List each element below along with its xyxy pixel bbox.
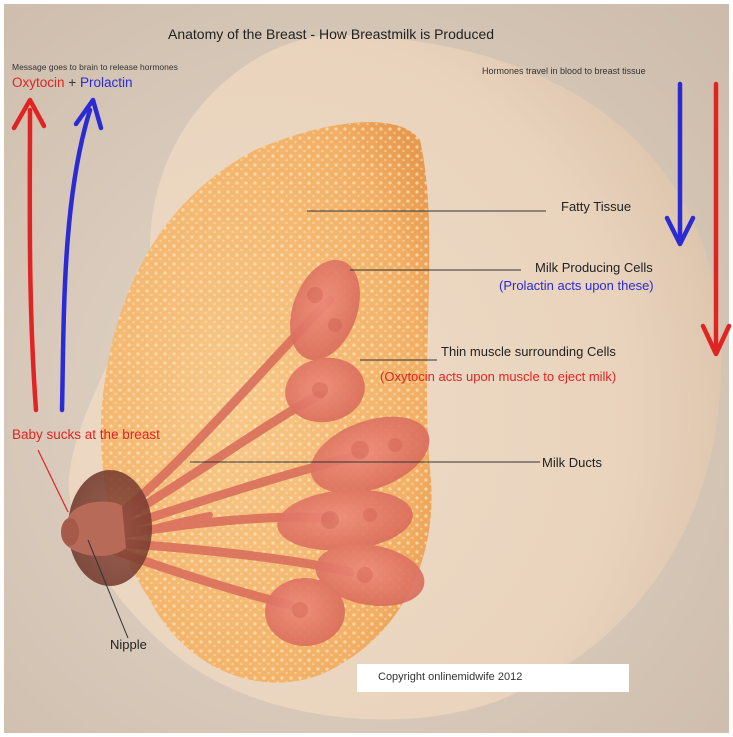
prolactin-note: (Prolactin acts upon these) <box>499 278 654 293</box>
prolactin-label: Prolactin <box>80 75 133 90</box>
nipple-label: Nipple <box>110 637 147 652</box>
milk-cells-label: Milk Producing Cells <box>535 260 653 275</box>
diagram-title: Anatomy of the Breast - How Breastmilk i… <box>168 26 494 42</box>
plus-sign: + <box>68 75 76 90</box>
nipple-tip <box>61 518 79 546</box>
copyright-text: Copyright onlinemidwife 2012 <box>378 671 522 683</box>
fatty-tissue-label: Fatty Tissue <box>561 199 631 214</box>
baby-sucks-label: Baby sucks at the breast <box>12 427 160 442</box>
muscle-label: Thin muscle surrounding Cells <box>441 344 616 359</box>
hormone-names: Oxytocin + Prolactin <box>12 75 132 90</box>
oxytocin-note: (Oxytocin acts upon muscle to eject milk… <box>380 369 616 384</box>
blood-message: Hormones travel in blood to breast tissu… <box>482 66 646 76</box>
brain-message: Message goes to brain to release hormone… <box>12 62 178 72</box>
oxytocin-label: Oxytocin <box>12 75 65 90</box>
milk-ducts-label: Milk Ducts <box>542 455 602 470</box>
